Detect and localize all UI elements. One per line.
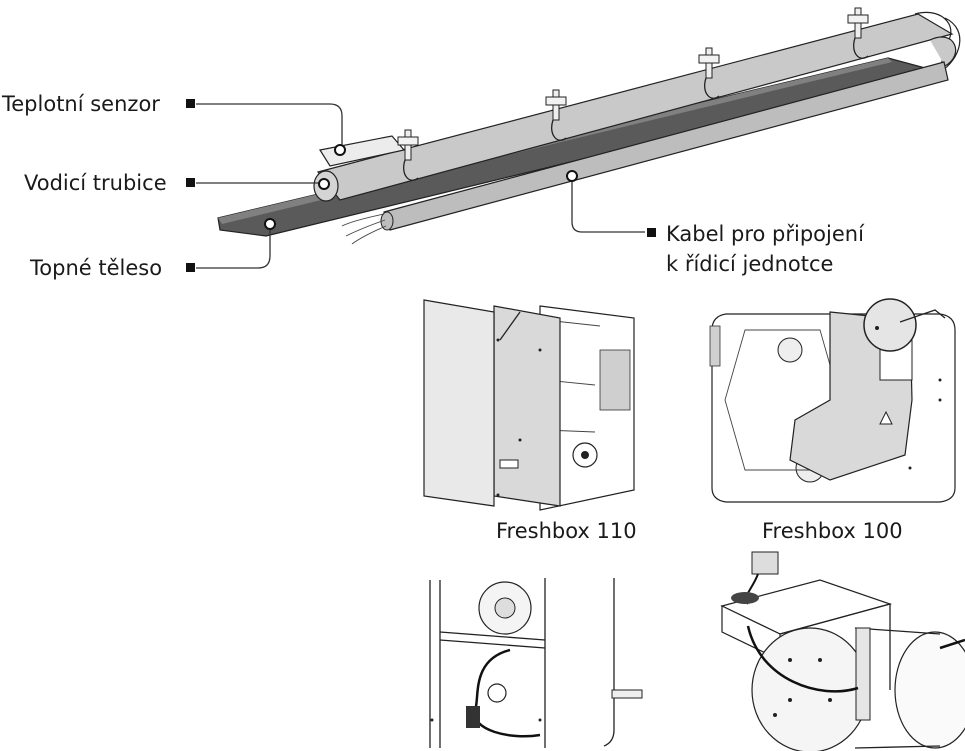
label-connection-cable-line2: k řídicí jednotce (666, 252, 833, 276)
caption-freshbox-100: Freshbox 100 (762, 519, 903, 543)
freshbox-110-detail (428, 578, 643, 748)
leader-lines (186, 99, 656, 272)
label-heating-element: Topné těleso (29, 256, 162, 280)
label-temperature-sensor: Teplotní senzor (1, 92, 160, 116)
heating-element (217, 57, 941, 237)
freshbox-100-detail (720, 551, 965, 751)
label-connection-cable-line1: Kabel pro připojení (666, 222, 865, 246)
heater-assembly (217, 7, 961, 245)
freshbox-110-illustration (423, 299, 635, 511)
tube-clips (397, 7, 869, 181)
guide-tube (316, 13, 954, 201)
label-guide-tube: Vodicí trubice (24, 171, 167, 195)
freshbox-100-illustration (709, 298, 956, 503)
sensor-box (319, 135, 406, 167)
caption-freshbox-110: Freshbox 110 (496, 519, 637, 543)
